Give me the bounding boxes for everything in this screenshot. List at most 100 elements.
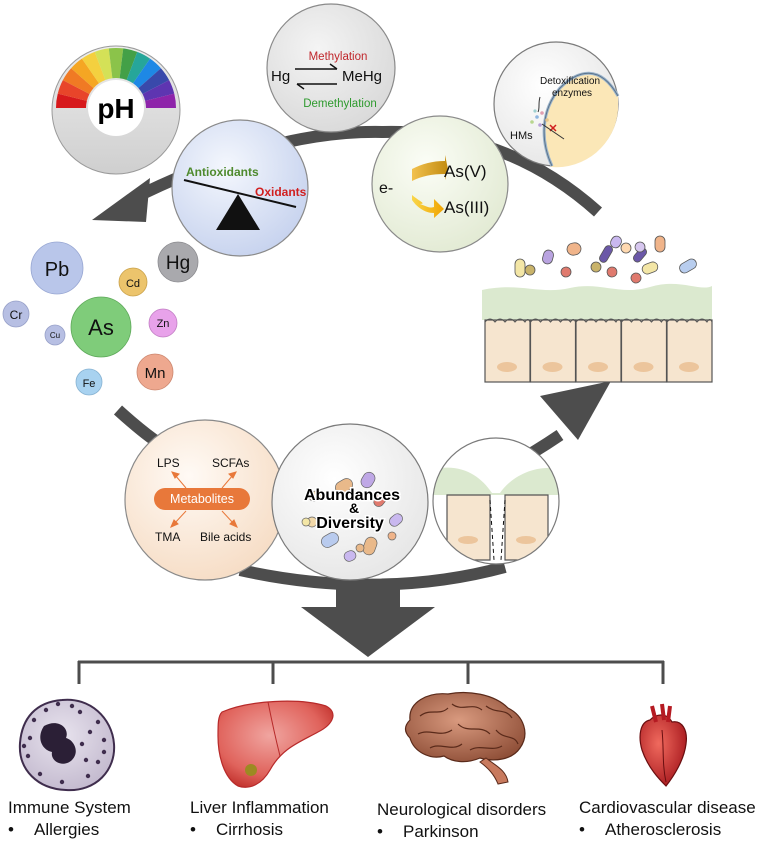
detox-circle: Detoxification enzymes HMs bbox=[493, 41, 620, 168]
granule bbox=[37, 771, 43, 777]
brain-icon bbox=[404, 691, 526, 785]
granule bbox=[95, 719, 101, 725]
bacterium-icon bbox=[542, 249, 554, 265]
methylation-circle: Methylation Demethylation Hg MeHg bbox=[266, 3, 396, 133]
gold-arrow-icon bbox=[412, 155, 448, 181]
epithelial-cell bbox=[620, 319, 668, 383]
cell-nucleus bbox=[679, 362, 699, 372]
bacteria-icons bbox=[514, 235, 697, 284]
bacterium-icon bbox=[308, 490, 324, 502]
bullet-glyph: • bbox=[377, 822, 383, 841]
svg-text:Cr: Cr bbox=[10, 308, 23, 322]
bacterium-icon bbox=[360, 471, 376, 489]
methylation-label: Methylation bbox=[309, 51, 368, 63]
electron-label: e- bbox=[379, 180, 393, 197]
balance-fulcrum-icon bbox=[216, 194, 260, 230]
ph-segment bbox=[126, 51, 151, 84]
liver-inflammation-title: Liver Inflammation bbox=[190, 798, 329, 817]
balance-beam-icon bbox=[183, 179, 297, 208]
hms-label: HMs bbox=[510, 130, 533, 142]
bacterium-icon bbox=[514, 258, 526, 278]
as-iii-label: As(III) bbox=[444, 198, 489, 217]
metal-cr: Cr bbox=[2, 300, 30, 328]
liver-inflammation-item: •Cirrhosis bbox=[190, 820, 283, 840]
redox-balance-circle: Antioxidants Oxidants bbox=[171, 119, 309, 257]
ph-label: pH bbox=[97, 93, 134, 124]
bacteria-cluster-icon bbox=[301, 471, 403, 562]
barrier-circle bbox=[432, 437, 560, 565]
outcome-tree bbox=[77, 660, 665, 684]
as-v-label: As(V) bbox=[444, 162, 487, 181]
bacterium-icon bbox=[610, 235, 622, 249]
bacterium-icon bbox=[321, 532, 339, 548]
svg-text:As: As bbox=[88, 315, 114, 340]
microvilli bbox=[621, 318, 667, 323]
abundances-label: Abundances bbox=[304, 487, 400, 504]
bacterium-icon bbox=[373, 493, 387, 507]
ph-segment bbox=[142, 80, 175, 101]
granule bbox=[101, 737, 107, 743]
neurological-item: • Parkinson bbox=[377, 822, 479, 842]
bacterium-icon bbox=[654, 235, 666, 253]
granule bbox=[101, 749, 107, 755]
coccus-icon bbox=[387, 531, 397, 541]
bacterium-icon bbox=[630, 272, 642, 284]
equilibrium-arrows-icon bbox=[295, 63, 338, 90]
ph-segment bbox=[145, 93, 176, 108]
ph-segment bbox=[138, 68, 170, 95]
microbiota-circle: Abundances & Diversity bbox=[271, 423, 429, 581]
ph-circle: pH bbox=[51, 45, 181, 175]
liver-icon bbox=[217, 700, 334, 788]
bacterium-icon bbox=[599, 245, 613, 263]
cell-nucleus bbox=[542, 362, 563, 372]
down-arrow-icon bbox=[301, 582, 435, 657]
coccus-icon bbox=[524, 264, 536, 276]
metal-hg: Hg bbox=[157, 241, 199, 283]
ph-segment bbox=[133, 58, 161, 89]
coccus-icon bbox=[355, 543, 365, 553]
pointer-arrow-icon bbox=[537, 96, 541, 113]
cell-nucleus bbox=[633, 362, 654, 372]
cell-nucleus bbox=[588, 362, 608, 372]
bacterium-icon bbox=[606, 266, 618, 278]
metal-fe: Fe bbox=[75, 368, 103, 396]
svg-text:Pb: Pb bbox=[45, 259, 69, 281]
cardiovascular-item: •Atherosclerosis bbox=[579, 820, 721, 840]
ph-segment bbox=[56, 93, 87, 108]
left-arrowhead bbox=[92, 178, 150, 222]
epithelial-cell bbox=[484, 319, 531, 383]
microvilli bbox=[530, 318, 576, 323]
granule bbox=[69, 703, 75, 709]
parkinson-label: Parkinson bbox=[403, 822, 479, 841]
diversity-label: Diversity bbox=[316, 515, 384, 532]
neutrophil-icon bbox=[18, 698, 116, 792]
metal-mn: Mn bbox=[136, 353, 174, 391]
granule bbox=[31, 717, 37, 723]
coccus-icon bbox=[301, 517, 311, 527]
granule bbox=[25, 753, 31, 759]
ph-segment bbox=[57, 80, 90, 101]
coccus-icon bbox=[590, 261, 602, 273]
allergies-label: Allergies bbox=[34, 820, 100, 839]
coccus-icon bbox=[620, 242, 632, 254]
ph-rainbow-icon bbox=[56, 48, 176, 108]
bacterium-icon bbox=[389, 513, 403, 527]
svg-text:Cd: Cd bbox=[126, 278, 140, 290]
ph-segment bbox=[71, 58, 99, 89]
svg-text:Cu: Cu bbox=[50, 331, 60, 340]
enzyme-dots-icon bbox=[530, 109, 549, 127]
granule bbox=[43, 707, 49, 713]
lps-label: LPS bbox=[157, 456, 180, 470]
immune-system-title: Immune System bbox=[8, 798, 131, 817]
bacterium-icon bbox=[679, 258, 697, 274]
bacterium-icon bbox=[560, 266, 572, 278]
yellow-arrow-icon bbox=[412, 195, 444, 218]
detox-subtitle: enzymes bbox=[552, 88, 592, 99]
metal-as: As bbox=[70, 296, 132, 358]
heavy-metals-cluster: Pb Hg Cd Cr Cu As Zn Fe Mn bbox=[2, 241, 199, 396]
oxidants-label: Oxidants bbox=[255, 185, 307, 199]
cell-nucleus bbox=[497, 362, 517, 372]
ph-segment bbox=[62, 68, 94, 95]
metal-pb: Pb bbox=[30, 241, 84, 295]
